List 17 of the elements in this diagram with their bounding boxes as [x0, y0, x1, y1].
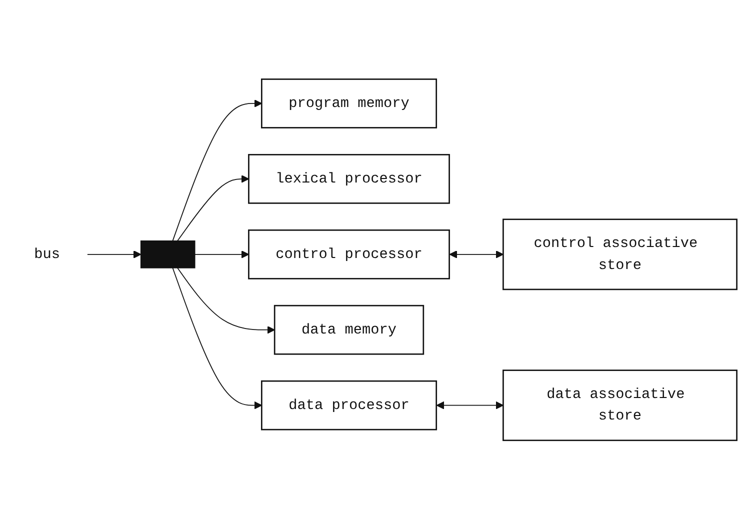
arrow	[172, 99, 262, 242]
arrow	[172, 267, 262, 409]
node-text: bus	[34, 246, 60, 262]
arrow	[86, 250, 142, 258]
arrow	[436, 401, 504, 409]
node-box: lexical processor	[248, 154, 450, 204]
arrow	[177, 267, 275, 334]
node-box: data associative store	[502, 369, 738, 441]
node-box: program memory	[261, 78, 438, 128]
arrow	[449, 250, 504, 258]
node-box: data processor	[261, 380, 438, 430]
arrow	[177, 174, 250, 242]
node-box: data memory	[274, 304, 424, 355]
node-box: control associative store	[502, 218, 738, 290]
node-box: control processor	[248, 229, 450, 280]
node-bar	[140, 240, 196, 268]
arrow	[194, 250, 250, 258]
